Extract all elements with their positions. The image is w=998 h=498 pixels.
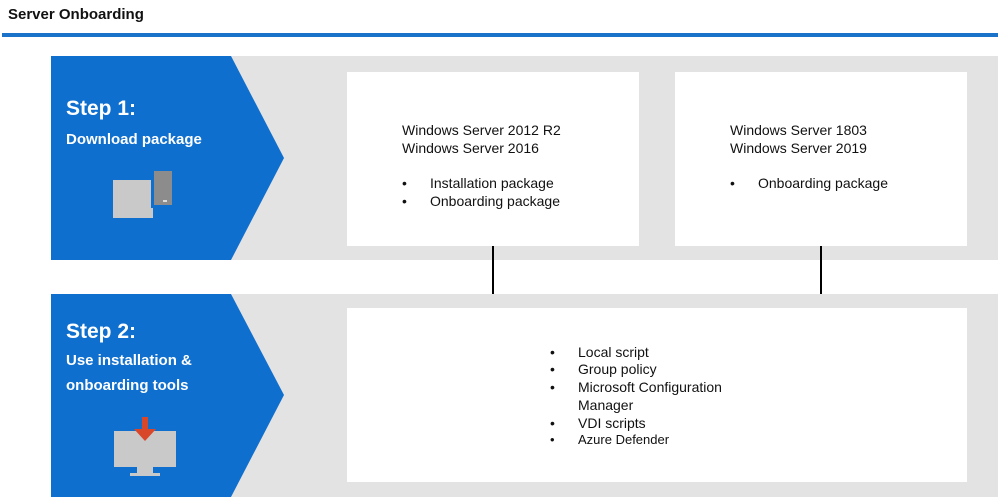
os-label: Windows Server 2012 R2	[402, 122, 561, 138]
title-divider	[2, 33, 998, 37]
step1-subtitle: Download package	[66, 131, 202, 148]
step1-chevron	[51, 56, 284, 260]
list-item-continuation: Manager	[578, 397, 634, 413]
os-label: Windows Server 2019	[730, 140, 867, 156]
page-title: Server Onboarding	[8, 6, 144, 23]
step2-chevron	[51, 294, 284, 497]
os-label: Windows Server 2016	[402, 140, 539, 156]
server-monitor-icon	[113, 168, 177, 227]
os-card-2012-2016	[347, 72, 639, 246]
download-monitor-icon	[112, 415, 178, 482]
step2-subtitle-line1: Use installation &	[66, 352, 192, 369]
os-card-1803-2019	[675, 72, 967, 246]
tools-card	[347, 308, 967, 482]
step1-title: Step 1:	[66, 97, 137, 120]
step2-subtitle-line2: onboarding tools	[66, 377, 189, 394]
os-label: Windows Server 1803	[730, 122, 867, 138]
step2-title: Step 2:	[66, 320, 137, 343]
